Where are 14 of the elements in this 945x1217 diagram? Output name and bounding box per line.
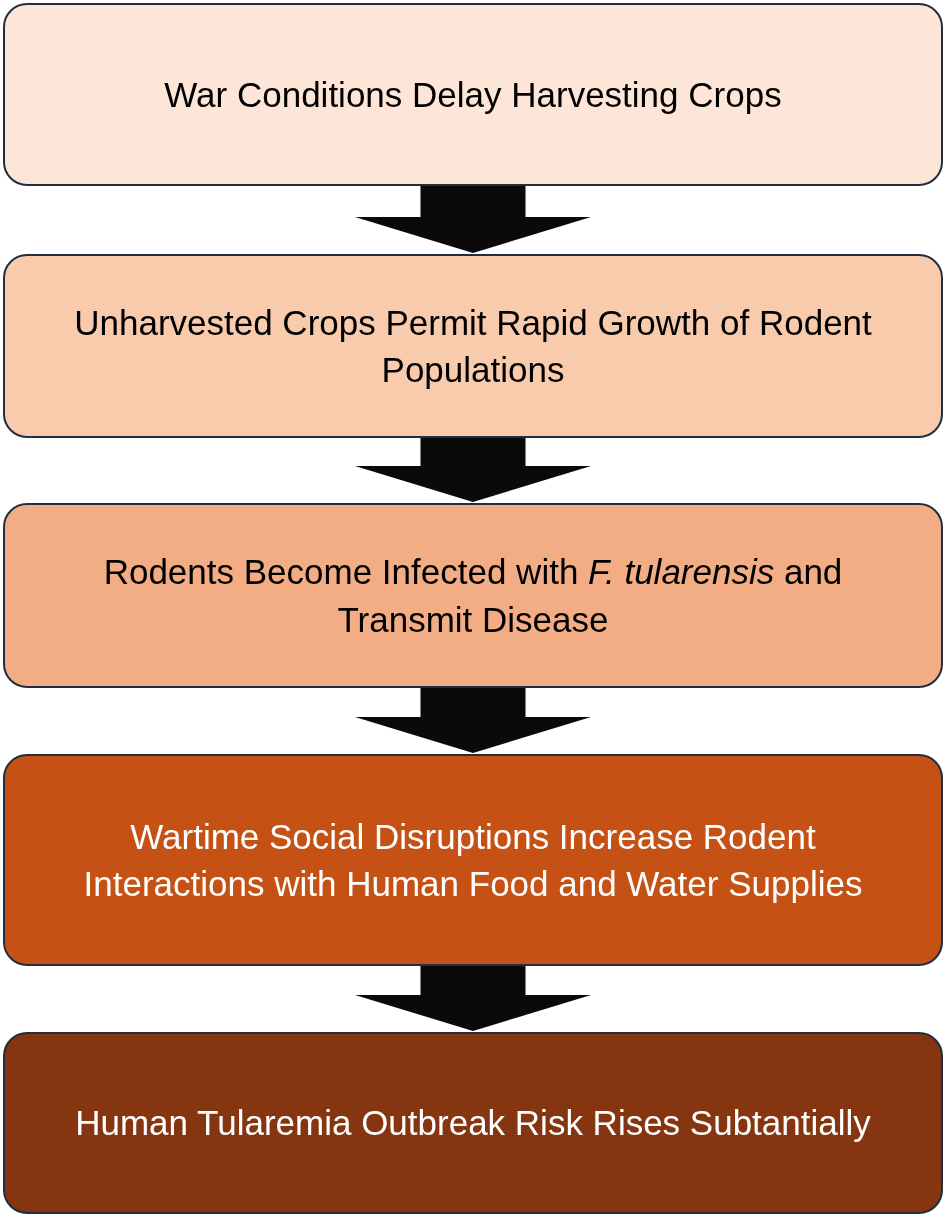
step-text: Rodents Become Infected with F. tularensis and Transmit Disease	[102, 551, 844, 641]
block-arrow	[355, 186, 591, 253]
step-text: Human Tularemia Outbreak Risk Rises Subtantially	[75, 1102, 871, 1145]
step-text: Wartime Social Disruptions Increase Rodent Interactions with Human Food and Water Supplies	[82, 815, 864, 905]
block-arrow	[355, 438, 591, 502]
block-arrow	[355, 688, 591, 753]
process-box	[3, 3, 943, 186]
step-text: Unharvested Crops Permit Rapid Growth of Rodent Populations	[73, 301, 873, 391]
process-box	[3, 503, 943, 688]
process-box	[3, 754, 943, 966]
step-text: War Conditions Delay Harvesting Crops	[164, 73, 782, 116]
process-box	[3, 1032, 943, 1214]
block-arrow	[355, 966, 591, 1031]
process-box	[3, 254, 943, 438]
